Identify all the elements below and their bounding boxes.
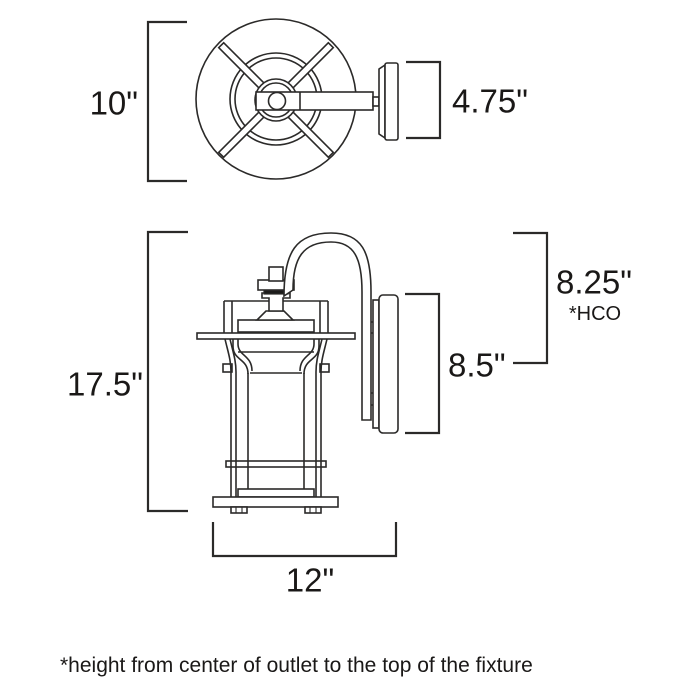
hook-arm bbox=[283, 232, 372, 421]
dim-85-bracket bbox=[405, 292, 441, 435]
dim-85-label: 8.5" bbox=[448, 347, 506, 384]
dim-175-label: 17.5" bbox=[67, 366, 143, 403]
dim-175-bracket bbox=[146, 230, 188, 513]
shade-wall-left bbox=[232, 339, 249, 375]
backplate bbox=[378, 294, 399, 434]
top-view-height-dimension: 10" bbox=[90, 20, 187, 183]
cage-arm-right-inner bbox=[315, 338, 323, 498]
dim-825-label: 8.25" bbox=[556, 264, 632, 301]
footnote-text: *height from center of outlet to the top… bbox=[60, 654, 533, 677]
width-dimension: 12" bbox=[211, 522, 398, 599]
backplate-height-dimension: 8.5" bbox=[405, 292, 506, 435]
cage-mid-band bbox=[225, 460, 327, 468]
cap-finial-knob bbox=[268, 266, 284, 282]
cage-arm-right-outer bbox=[320, 338, 328, 498]
dim-475-label: 4.75" bbox=[452, 83, 528, 120]
shade-wall-left-inner bbox=[237, 339, 253, 372]
backplate-rim bbox=[372, 299, 380, 429]
cap-stem bbox=[261, 292, 291, 312]
top-view-pivot bbox=[267, 91, 287, 111]
bottom-plate bbox=[212, 496, 339, 508]
dim-hco-label: *HCO bbox=[569, 303, 621, 325]
bottom-foot bbox=[304, 506, 322, 514]
shade-wall-right bbox=[303, 339, 320, 375]
overall-height-dimension: 17.5" bbox=[67, 230, 188, 513]
glass-holder bbox=[237, 488, 315, 498]
roof-plate bbox=[196, 332, 356, 340]
cap-slab bbox=[237, 319, 315, 333]
top-view-depth-dimension: 4.75" bbox=[406, 60, 528, 140]
hco-dimension: 8.25" *HCO bbox=[513, 231, 632, 365]
dim-475-bracket bbox=[406, 60, 442, 140]
cage-arm-left-outer bbox=[224, 338, 232, 498]
cap-trapezoid bbox=[255, 310, 295, 321]
cage-waist-tab bbox=[319, 363, 330, 373]
top-view-drawing bbox=[195, 18, 399, 180]
dim-10-bracket bbox=[146, 20, 187, 183]
cage-waist-tab bbox=[222, 363, 233, 373]
top-view-canopy bbox=[384, 62, 399, 141]
top-view-canopy-rim bbox=[378, 63, 386, 140]
top-view-arm-stub bbox=[372, 96, 380, 107]
shade-wall-right-inner bbox=[299, 339, 315, 372]
dim-12-label: 12" bbox=[286, 562, 334, 599]
dim-825-bracket bbox=[513, 231, 549, 365]
dim-10-label: 10" bbox=[90, 85, 138, 122]
dim-12-bracket bbox=[211, 522, 398, 558]
cage-arm-left-inner bbox=[229, 338, 237, 498]
side-view-drawing bbox=[196, 232, 399, 514]
bottom-foot bbox=[230, 506, 248, 514]
